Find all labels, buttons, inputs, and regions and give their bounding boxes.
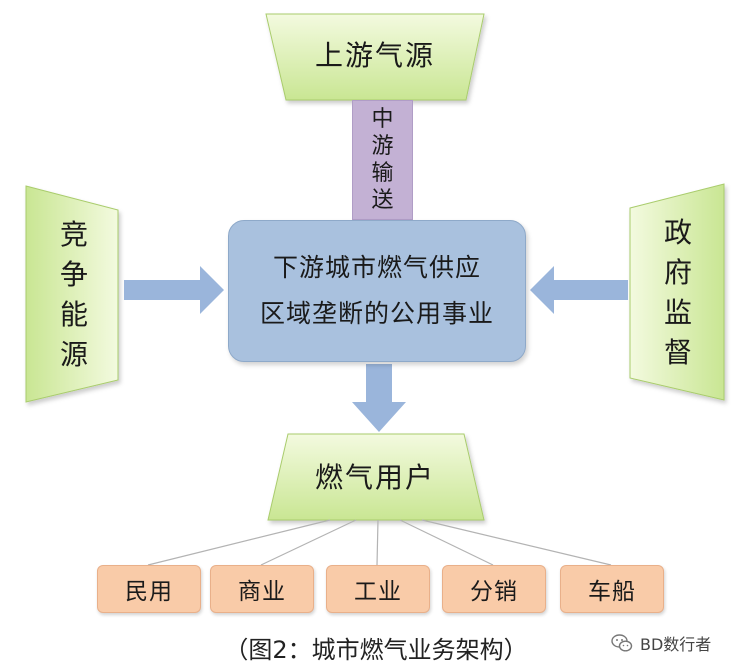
wechat-icon [611,634,633,652]
right-char: 政 [663,216,692,249]
midstream-char: 游 [371,134,394,159]
government-shape [629,183,725,401]
downstream-line-1: 下游城市燃气供应 [272,253,481,282]
connector-lines [147,519,612,566]
government-label: 政 府 监 督 [630,208,726,378]
right-char: 督 [663,336,692,369]
category-vehicles-ships: 车船 [560,565,664,613]
competing-energy-shape [25,185,119,403]
left-arrow [124,266,224,314]
category-distribution: 分销 [442,565,546,613]
competing-energy-label: 竞 争 能 源 [26,210,122,380]
users-label: 燃气用户 [314,461,435,494]
left-char: 源 [59,338,88,371]
down-arrow [352,364,406,432]
left-char: 争 [59,258,88,291]
right-arrow [530,266,628,314]
upstream-label: 上游气源 [314,39,435,72]
right-char: 府 [663,256,692,289]
midstream-char: 送 [371,188,394,213]
left-char: 能 [59,298,88,331]
midstream-bar: 中 游 输 送 [352,100,413,220]
left-char: 竞 [59,218,88,251]
category-industrial: 工业 [326,565,430,613]
watermark: BD数行者 [610,628,750,658]
category-residential: 民用 [97,565,201,613]
upstream-shape [265,13,485,101]
midstream-char: 输 [371,161,394,186]
users-shape [267,433,485,521]
watermark-text: BD数行者 [640,635,712,654]
downstream-line-2: 区域垄断的公用事业 [259,299,494,328]
downstream-box: 下游城市燃气供应 区域垄断的公用事业 [228,220,526,362]
category-commercial: 商业 [210,565,314,613]
figure-caption: （图2：城市燃气业务架构） [224,636,528,664]
midstream-char: 中 [371,107,394,132]
right-char: 监 [663,296,692,329]
